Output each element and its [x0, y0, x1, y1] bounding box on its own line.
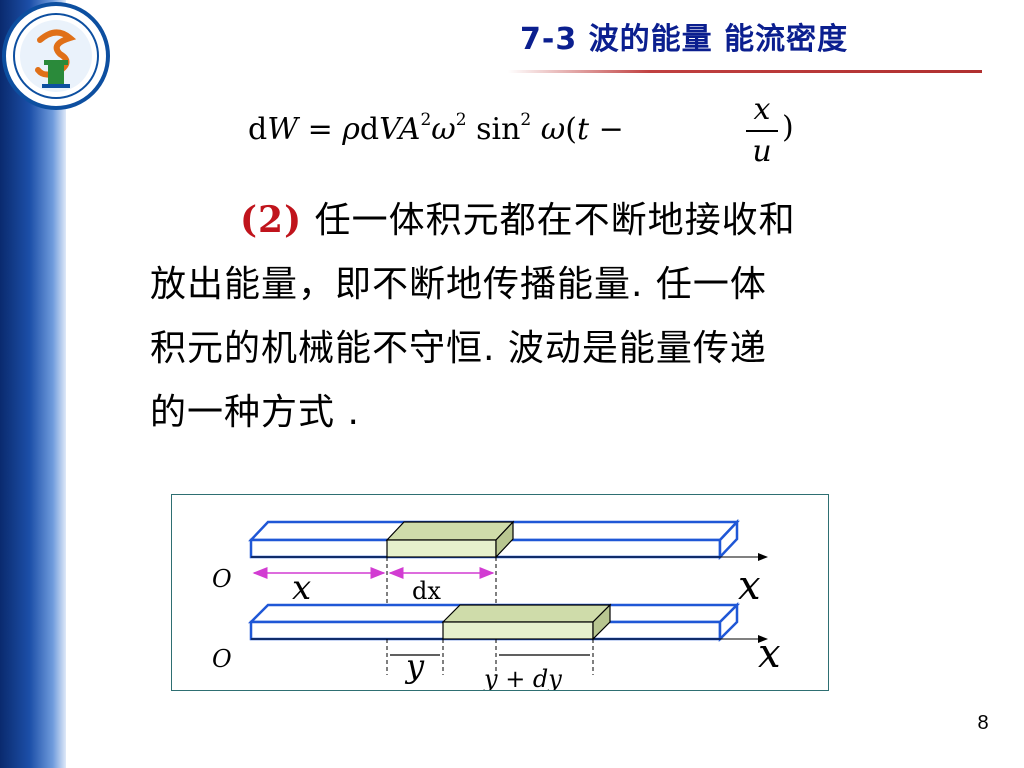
paragraph-line-1: (2) 任一体积元都在不断地接收和 [150, 188, 930, 253]
volume-element-figure: O x dx x O y y + dy x [171, 494, 829, 691]
bottom-y-label: y [404, 647, 425, 685]
explanation-paragraph: (2) 任一体积元都在不断地接收和 放出能量，即不断地传播能量. 任一体 积元的… [150, 188, 930, 445]
formula-fraction: x u [742, 92, 782, 170]
paragraph-line-2: 放出能量，即不断地传播能量. 任一体 [150, 264, 767, 305]
top-x-label: x [292, 568, 311, 608]
figure-drawing: O x dx x O y y + dy x [212, 518, 781, 690]
top-volume-element [385, 520, 515, 559]
formula-body: dW = ρdVA2ω2 sin2 ω(t − [248, 110, 624, 147]
left-decorative-band [0, 0, 66, 768]
fraction-numerator: x [753, 92, 771, 127]
bottom-ydy-label: y + dy [483, 665, 562, 690]
energy-formula: dW = ρdVA2ω2 sin2 ω(t − x u ) [248, 92, 808, 192]
fraction-bar [746, 130, 778, 132]
formula-close-paren: ) [782, 110, 794, 145]
title-underline [508, 70, 982, 73]
bottom-origin-label: O [212, 645, 232, 673]
top-dx-label: dx [412, 577, 441, 605]
top-origin-label: O [212, 565, 232, 593]
item-number: (2) [240, 199, 303, 241]
slide-title: 7-3 波的能量 能流密度 [520, 22, 849, 57]
paragraph-line-4: 的一种方式 . [150, 392, 360, 433]
paragraph-line-3: 积元的机械能不守恒. 波动是能量传递 [150, 328, 767, 369]
fraction-denominator: u [752, 134, 772, 169]
page-number: 8 [977, 712, 989, 734]
bottom-volume-element [441, 603, 612, 641]
university-logo [2, 2, 110, 110]
top-axis-label: x [738, 563, 761, 609]
bottom-axis-label: x [758, 631, 781, 677]
paragraph-line-1-text: 任一体积元都在不断地接收和 [314, 200, 796, 241]
